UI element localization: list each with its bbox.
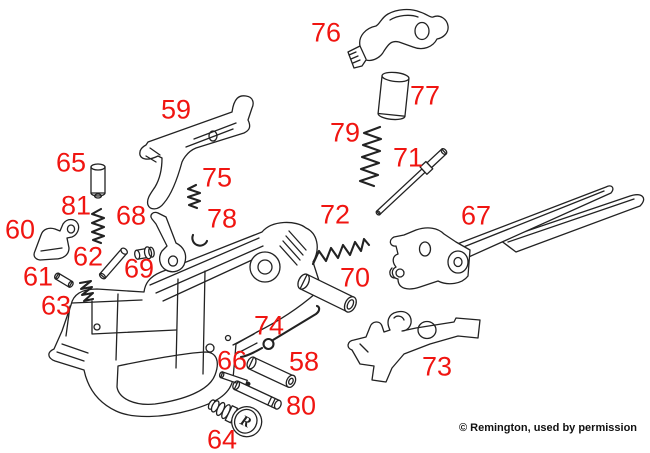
part-label-62[interactable]: 62 — [72, 241, 104, 272]
part-label-71[interactable]: 71 — [392, 142, 424, 173]
part-69-bushing — [134, 246, 155, 260]
part-78-clip — [191, 233, 209, 247]
part-label-70[interactable]: 70 — [339, 262, 371, 293]
part-74-wire-spring — [239, 304, 321, 359]
trigger-housing-assembly — [48, 221, 322, 418]
part-label-74[interactable]: 74 — [253, 310, 285, 341]
part-label-64[interactable]: 64 — [206, 424, 238, 453]
part-label-66[interactable]: 66 — [216, 345, 248, 376]
part-73-latch-plate — [347, 310, 481, 383]
copyright-note: © Remington, used by permission — [459, 422, 638, 434]
part-81-spring — [90, 207, 106, 245]
part-label-78[interactable]: 78 — [206, 203, 238, 234]
part-label-68[interactable]: 68 — [115, 200, 147, 231]
part-label-81[interactable]: 81 — [60, 190, 92, 221]
part-63-spring — [78, 279, 95, 303]
part-61-pin — [54, 272, 74, 288]
part-label-61[interactable]: 61 — [22, 261, 54, 292]
part-label-79[interactable]: 79 — [329, 117, 361, 148]
part-label-80[interactable]: 80 — [285, 390, 317, 421]
part-label-73[interactable]: 73 — [421, 351, 453, 382]
part-64-safety-button: R — [207, 399, 263, 438]
part-label-77[interactable]: 77 — [409, 80, 441, 111]
part-label-65[interactable]: 65 — [55, 147, 87, 178]
part-76-hammer-lever — [347, 8, 449, 69]
part-58-pin — [246, 356, 297, 389]
part-label-76[interactable]: 76 — [310, 17, 342, 48]
part-72-spring — [311, 237, 371, 266]
part-59-latch-lever — [139, 95, 254, 210]
part-71-rod — [375, 148, 448, 216]
part-79-spring — [358, 125, 383, 188]
part-label-69[interactable]: 69 — [123, 253, 155, 284]
part-70-tube — [297, 273, 357, 313]
part-label-63[interactable]: 63 — [40, 290, 72, 321]
part-75-spring — [186, 183, 202, 210]
part-62-pin — [98, 247, 128, 280]
part-68-sear-lever — [150, 211, 187, 273]
part-label-75[interactable]: 75 — [201, 162, 233, 193]
part-label-60[interactable]: 60 — [4, 214, 36, 245]
part-60-bracket — [33, 218, 80, 261]
part-label-72[interactable]: 72 — [319, 199, 351, 230]
part-80-pin — [232, 380, 282, 410]
part-65-pin — [90, 163, 106, 199]
part-67-carrier-assembly — [389, 185, 645, 290]
part-label-67[interactable]: 67 — [460, 200, 492, 231]
part-77-plunger — [377, 71, 410, 121]
part-label-59[interactable]: 59 — [160, 94, 192, 125]
part-label-58[interactable]: 58 — [288, 346, 320, 377]
